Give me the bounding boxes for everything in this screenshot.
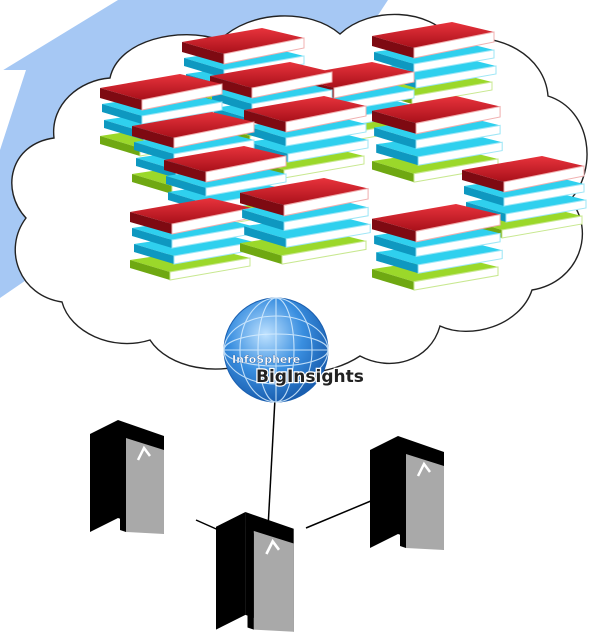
- link-globe-to-center-server: [267, 379, 277, 529]
- link-center-to-right-server: [305, 497, 379, 529]
- logo-line2: BigInsights: [256, 367, 364, 387]
- network-links: [195, 379, 379, 537]
- globe-icon: [223, 297, 329, 403]
- server-right: [368, 434, 446, 552]
- server-icon: [88, 418, 446, 634]
- logo-line1: InfoSphere: [232, 353, 300, 366]
- blue-banner-notch: [0, 70, 26, 150]
- server-center: [214, 510, 296, 634]
- product-logo: InfoSphere BigInsights: [232, 353, 365, 388]
- server-left: [88, 418, 166, 536]
